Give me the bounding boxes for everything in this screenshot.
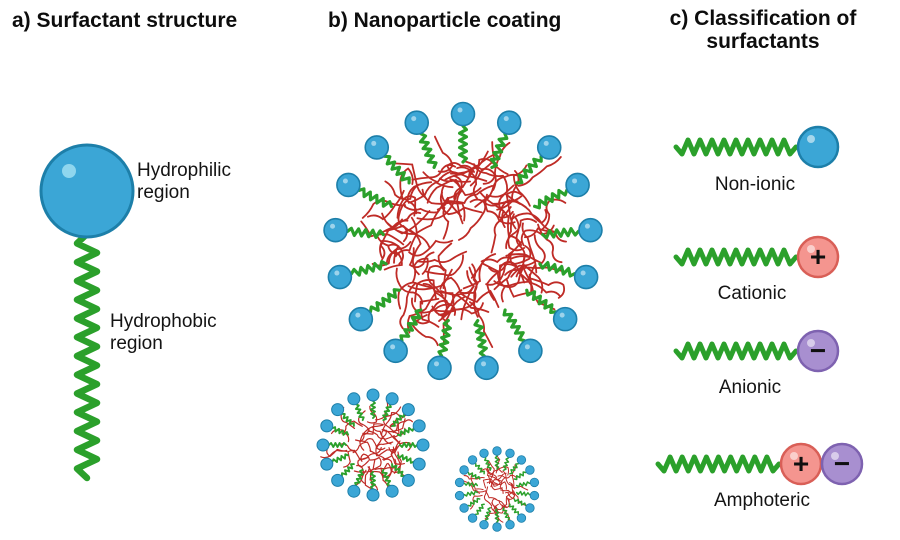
coated-nanoparticle-medium — [316, 388, 430, 502]
classification-rows-graphic — [655, 125, 864, 486]
cationic-label: Cationic — [718, 283, 787, 304]
hydrophobic-label-line1: Hydrophobic — [110, 311, 217, 332]
plus-sign-cationic: + — [810, 241, 826, 272]
coated-nanoparticle-small — [454, 446, 540, 532]
hydrophilic-label-line1: Hydrophilic — [137, 160, 231, 181]
hydrophilic-label-line2: region — [137, 182, 190, 203]
panel-c-title-line2: surfactants — [706, 30, 819, 53]
panel-b-title: b) Nanoparticle coating — [328, 9, 561, 32]
hydrophobic-label-line2: region — [110, 333, 163, 354]
minus-sign-amphoteric: − — [834, 448, 850, 479]
hydrophilic-head-graphic — [39, 143, 135, 239]
nonionic-label: Non-ionic — [715, 174, 795, 195]
panel-c-title-line1: c) Classification of — [670, 7, 858, 30]
coated-nanoparticle-large — [323, 101, 603, 381]
plus-sign-amphoteric: + — [793, 448, 809, 479]
panel-a-title: a) Surfactant structure — [12, 9, 237, 32]
amphoteric-label: Amphoteric — [714, 490, 810, 511]
hydrophobic-tail-graphic — [73, 230, 101, 482]
anionic-label: Anionic — [719, 377, 781, 398]
minus-sign-anionic: − — [810, 335, 826, 366]
